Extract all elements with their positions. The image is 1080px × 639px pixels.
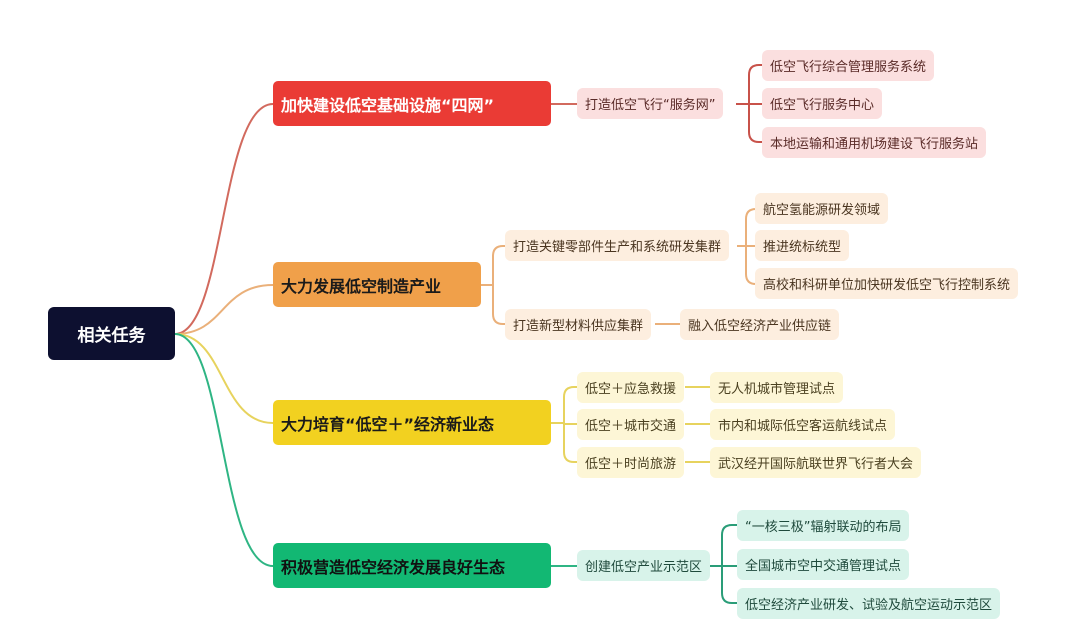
node-label: 航空氢能源研发领域 <box>763 203 881 218</box>
node-label: 低空经济产业研发、试验及航空运动示范区 <box>745 598 993 613</box>
leaf-node[interactable]: 无人机城市管理试点 <box>710 372 844 403</box>
leaf-node[interactable]: 低空经济产业研发、试验及航空运动示范区 <box>737 588 1001 619</box>
node-label: 市内和城际低空客运航线试点 <box>718 419 888 434</box>
link-root-yellow <box>174 333 274 424</box>
subnode-urban-transport[interactable]: 低空＋城市交通 <box>577 409 685 440</box>
branch-new-business[interactable]: 大力培育“低空＋”经济新业态 <box>273 400 551 445</box>
node-label: 打造低空飞行“服务网” <box>585 98 716 113</box>
subnode-tourism[interactable]: 低空＋时尚旅游 <box>577 447 685 478</box>
leaf-node[interactable]: 全国城市空中交通管理试点 <box>737 549 910 580</box>
link-yellow-l2 <box>551 386 577 463</box>
leaf-node[interactable]: 航空氢能源研发领域 <box>755 193 889 224</box>
link-root-orange <box>174 284 274 335</box>
leaf-node[interactable]: 推进统标统型 <box>755 230 850 261</box>
node-label: “一核三极”辐射联动的布局 <box>745 520 902 535</box>
subnode-service-network[interactable]: 打造低空飞行“服务网” <box>577 88 724 119</box>
branch-label: 大力培育“低空＋”经济新业态 <box>281 414 495 434</box>
root-node[interactable]: 相关任务 <box>48 307 175 360</box>
node-label: 创建低空产业示范区 <box>585 560 703 575</box>
node-label: 低空飞行服务中心 <box>770 98 875 113</box>
node-label: 低空＋应急救援 <box>585 382 677 397</box>
subnode-components-cluster[interactable]: 打造关键零部件生产和系统研发集群 <box>505 230 730 261</box>
branch-manufacturing[interactable]: 大力发展低空制造产业 <box>273 262 481 307</box>
subnode-emergency[interactable]: 低空＋应急救援 <box>577 372 685 403</box>
link-root-green <box>174 333 274 567</box>
node-label: 低空＋城市交通 <box>585 419 677 434</box>
leaf-node[interactable]: 融入低空经济产业供应链 <box>680 309 840 340</box>
node-label: 高校和科研单位加快研发低空飞行控制系统 <box>763 278 1011 293</box>
leaf-node[interactable]: 低空飞行服务中心 <box>762 88 883 119</box>
link-orange-l2 <box>481 245 505 325</box>
node-label: 融入低空经济产业供应链 <box>688 319 832 334</box>
node-label: 低空飞行综合管理服务系统 <box>770 60 927 75</box>
node-label: 无人机城市管理试点 <box>718 382 836 397</box>
branch-label: 积极营造低空经济发展良好生态 <box>281 557 506 577</box>
subnode-demo-zone[interactable]: 创建低空产业示范区 <box>577 550 711 581</box>
link-red-l3 <box>736 64 762 143</box>
branch-label: 大力发展低空制造产业 <box>281 276 442 296</box>
branch-infrastructure[interactable]: 加快建设低空基础设施“四网” <box>273 81 551 126</box>
node-label: 打造关键零部件生产和系统研发集群 <box>513 240 722 255</box>
node-label: 低空＋时尚旅游 <box>585 457 677 472</box>
leaf-node[interactable]: 市内和城际低空客运航线试点 <box>710 409 896 440</box>
leaf-node[interactable]: 武汉经开国际航联世界飞行者大会 <box>710 447 922 478</box>
link-green-l3 <box>708 524 737 604</box>
leaf-node[interactable]: 高校和科研单位加快研发低空飞行控制系统 <box>755 268 1019 299</box>
node-label: 全国城市空中交通管理试点 <box>745 559 902 574</box>
subnode-materials-cluster[interactable]: 打造新型材料供应集群 <box>505 309 652 340</box>
link-root-red <box>174 103 274 335</box>
branch-ecosystem[interactable]: 积极营造低空经济发展良好生态 <box>273 543 551 588</box>
node-label: 本地运输和通用机场建设飞行服务站 <box>770 137 979 152</box>
leaf-node[interactable]: 低空飞行综合管理服务系统 <box>762 50 935 81</box>
branch-label: 加快建设低空基础设施“四网” <box>281 95 495 115</box>
link-orange-l3 <box>655 208 757 325</box>
node-label: 打造新型材料供应集群 <box>513 319 644 334</box>
root-label: 相关任务 <box>77 326 146 346</box>
link-yellow-l3 <box>685 386 710 463</box>
node-label: 武汉经开国际航联世界飞行者大会 <box>718 457 914 472</box>
leaf-node[interactable]: “一核三极”辐射联动的布局 <box>737 510 910 541</box>
leaf-node[interactable]: 本地运输和通用机场建设飞行服务站 <box>762 127 987 158</box>
node-label: 推进统标统型 <box>763 240 842 255</box>
